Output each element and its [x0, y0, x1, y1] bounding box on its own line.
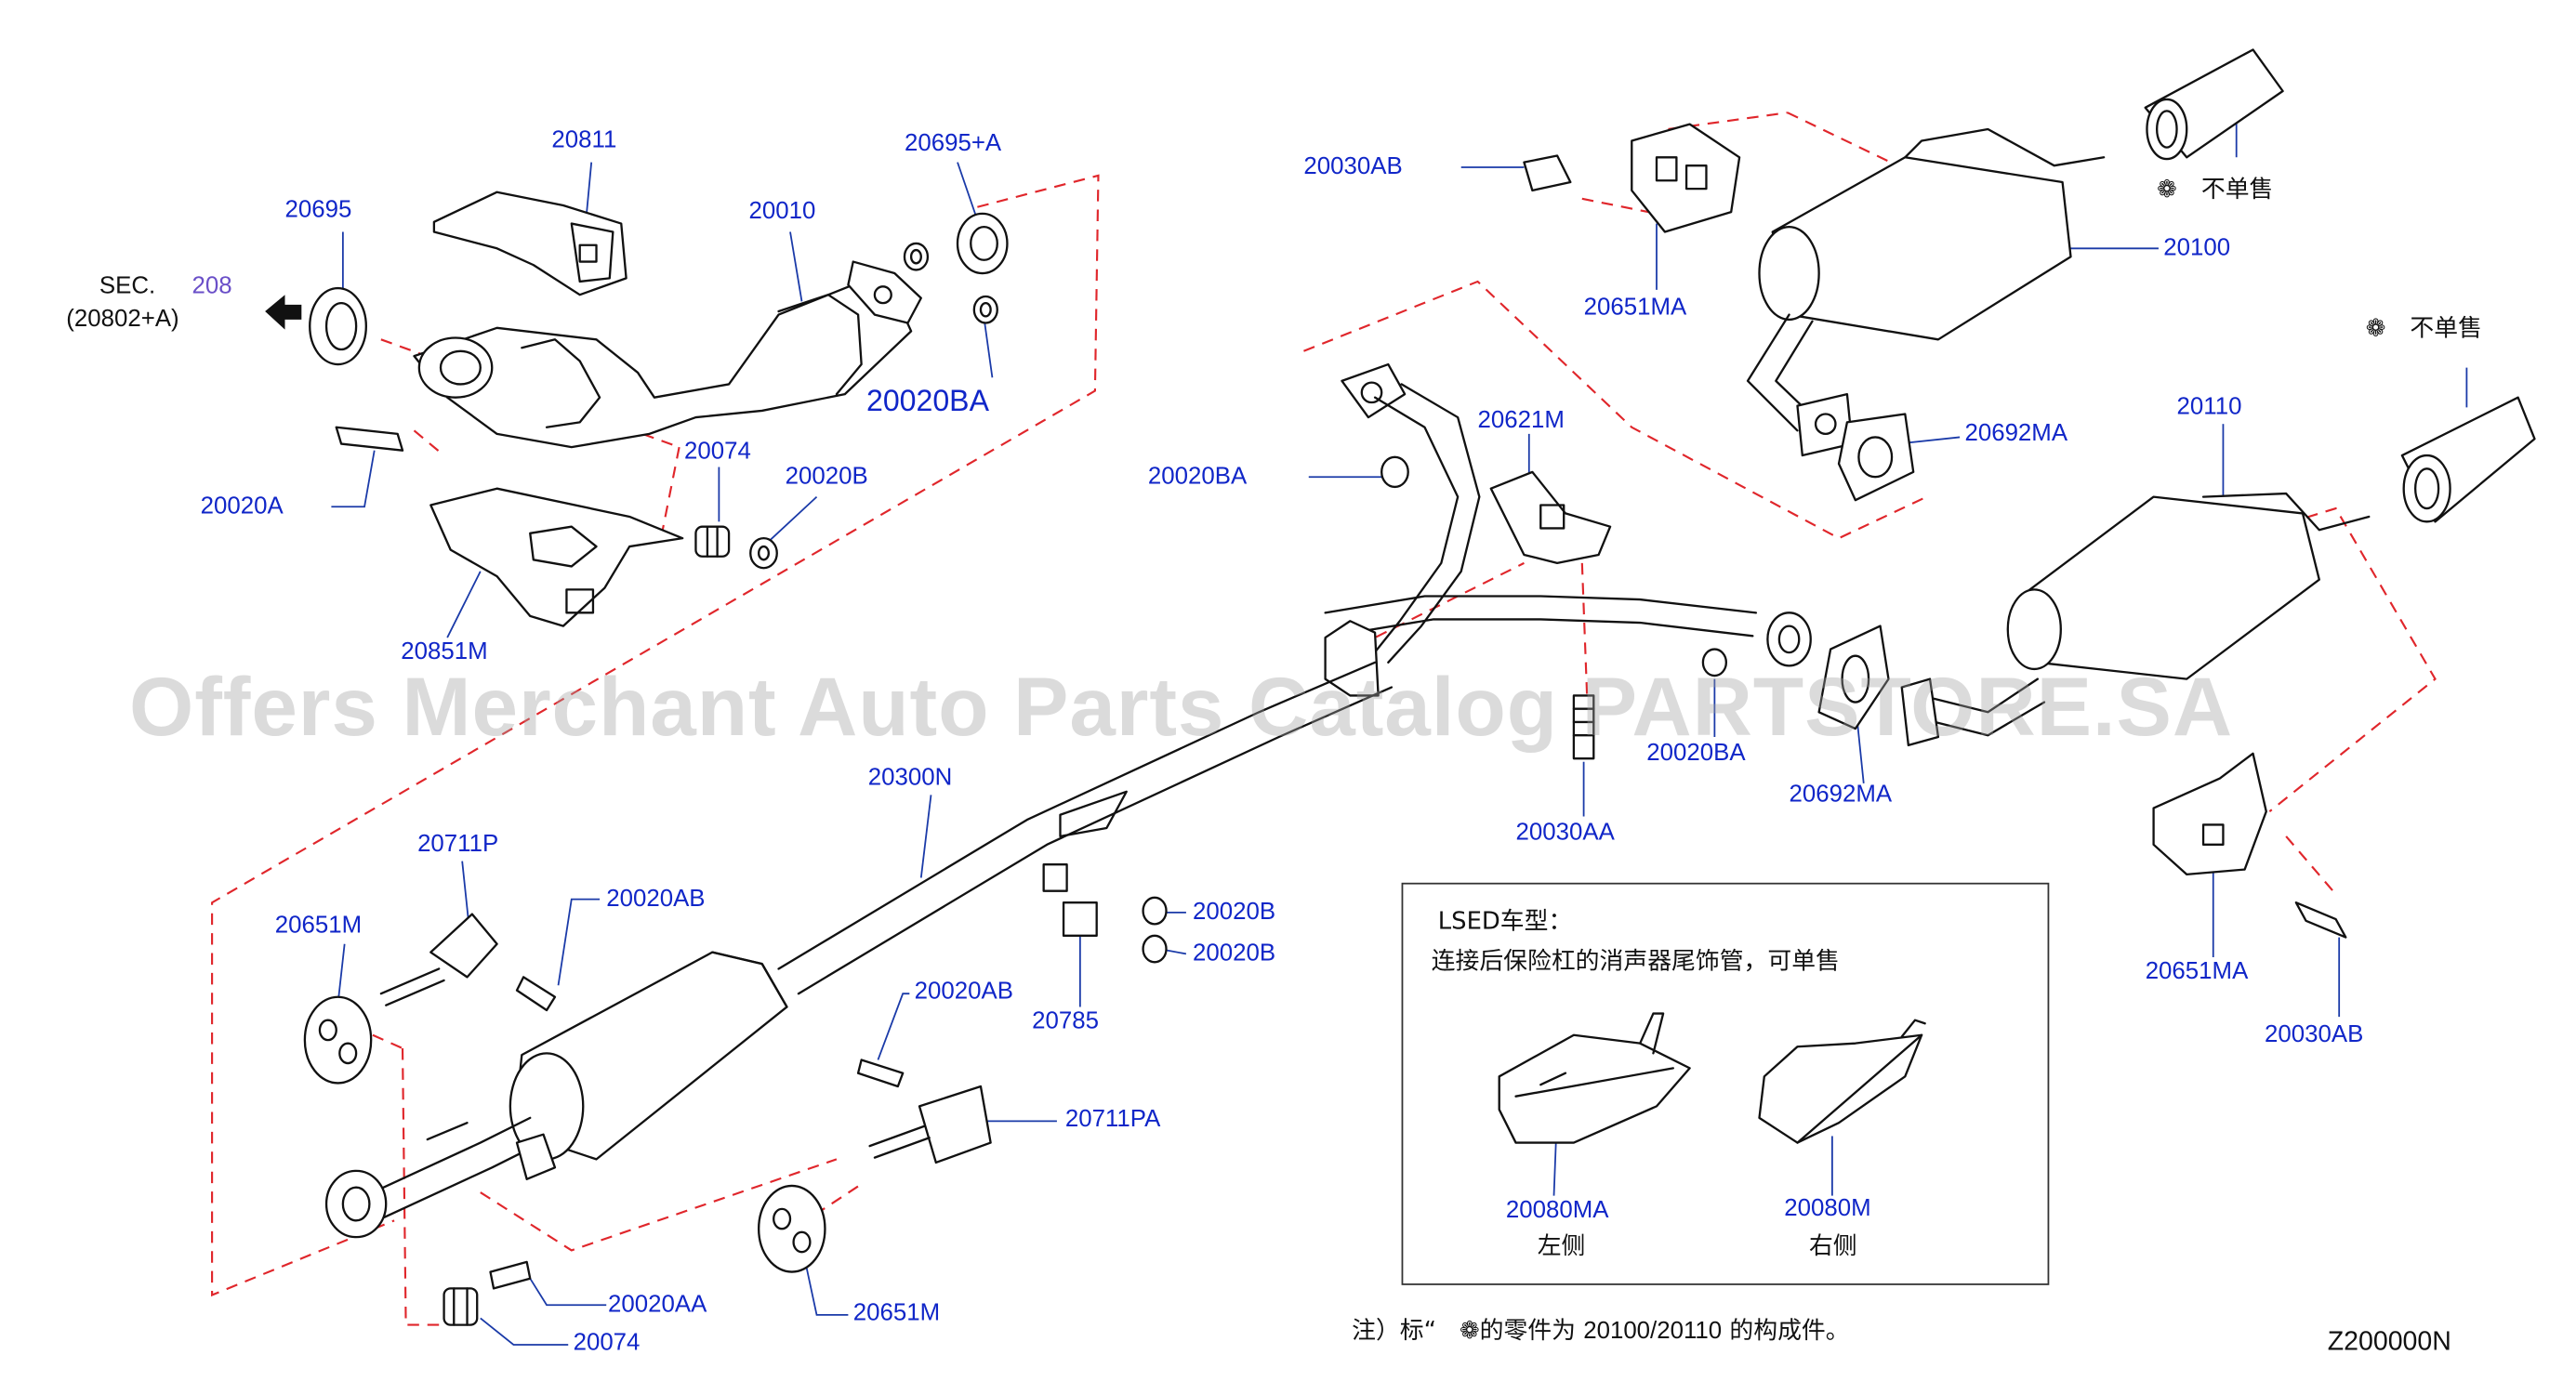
part-label-20030AA[interactable]: 20030AA: [1515, 820, 1615, 847]
part-label-20020AA[interactable]: 20020AA: [607, 1291, 707, 1319]
diagram-code: Z200000N: [2327, 1328, 2451, 1357]
upper-left-parts: [265, 191, 1009, 627]
part-label-20692MA-low[interactable]: 20692MA: [1789, 782, 1893, 809]
part-label-20651MA-right[interactable]: 20651MA: [2145, 958, 2249, 986]
sec-reference[interactable]: SEC. 208: [99, 273, 232, 300]
rear-muffler-right: [1900, 396, 2536, 939]
not-sold-separately-note-top: ❁ 不单售: [2157, 177, 2274, 204]
part-label-20695[interactable]: 20695: [284, 197, 352, 224]
lsed-finishers: [1498, 1012, 1926, 1144]
part-label-20695A[interactable]: 20695+A: [904, 130, 1002, 158]
part-label-20711PA[interactable]: 20711PA: [1064, 1106, 1161, 1133]
part-label-20020A[interactable]: 20020A: [200, 493, 284, 520]
part-label-20074-bottom[interactable]: 20074: [573, 1329, 641, 1357]
sec-number-link[interactable]: 208: [192, 273, 232, 300]
lsed-info-box: [1401, 882, 2050, 1285]
part-label-20651M-left[interactable]: 20651M: [274, 912, 363, 940]
part-label-20080M[interactable]: 20080M: [1784, 1195, 1871, 1223]
part-label-20020BA-large[interactable]: 20020BA: [865, 384, 989, 418]
part-label-20651MA-top[interactable]: 20651MA: [1583, 295, 1687, 322]
part-label-20621M[interactable]: 20621M: [1477, 407, 1565, 434]
part-label-20300N[interactable]: 20300N: [867, 765, 953, 792]
part-label-20811[interactable]: 20811: [551, 127, 617, 154]
watermark: Offers Merchant Auto Parts Catalog PARTS…: [128, 661, 2234, 754]
part-label-20851M[interactable]: 20851M: [401, 638, 488, 666]
part-label-20785[interactable]: 20785: [1032, 1008, 1100, 1035]
not-sold-symbol-icon: ❁: [2157, 177, 2177, 204]
part-label-20100[interactable]: 20100: [2163, 235, 2231, 262]
part-label-20020BA-mid[interactable]: 20020BA: [1147, 463, 1248, 491]
part-label-20020BA-low[interactable]: 20020BA: [1646, 740, 1746, 768]
part-label-20711P[interactable]: 20711P: [417, 831, 499, 859]
part-label-20030AB-top[interactable]: 20030AB: [1303, 153, 1403, 181]
part-label-20651M-bottom[interactable]: 20651M: [852, 1299, 941, 1327]
not-sold-symbol-icon: ❁: [2365, 316, 2386, 343]
sec-prefix: SEC.: [99, 273, 156, 300]
part-label-20074-top[interactable]: 20074: [683, 439, 751, 466]
lsed-title: LSED车型：: [1437, 909, 1573, 936]
part-label-20020B-top[interactable]: 20020B: [785, 463, 868, 491]
lsed-left-side: 左侧: [1537, 1233, 1586, 1261]
lsed-description: 连接后保险杠的消声器尾饰管，可单售: [1431, 949, 1840, 976]
rear-muffler-left: [1523, 48, 2284, 502]
part-label-20020AB-mid[interactable]: 20020AB: [914, 979, 1013, 1006]
part-label-20020B-b[interactable]: 20020B: [1193, 940, 1276, 967]
footnote-symbol-icon: ❁: [1459, 1318, 1480, 1345]
center-pipe-assembly: [303, 362, 1890, 1326]
part-label-20692MA-top[interactable]: 20692MA: [1964, 420, 2068, 448]
sec-sub-reference: (20802+A): [66, 306, 179, 334]
part-label-20030AB-right[interactable]: 20030AB: [2264, 1021, 2364, 1049]
part-label-20080MA[interactable]: 20080MA: [1505, 1197, 1609, 1224]
part-label-20020B-a[interactable]: 20020B: [1193, 899, 1276, 927]
footnote: 注）标“❁的零件为 20100/20110 的构成件。: [1352, 1318, 1850, 1345]
part-label-20020AB-left[interactable]: 20020AB: [606, 886, 706, 913]
lsed-right-side: 右侧: [1808, 1233, 1857, 1261]
part-label-20110[interactable]: 20110: [2176, 394, 2242, 421]
not-sold-separately-note-right: ❁ 不单售: [2365, 316, 2482, 343]
part-label-20010[interactable]: 20010: [748, 198, 816, 226]
